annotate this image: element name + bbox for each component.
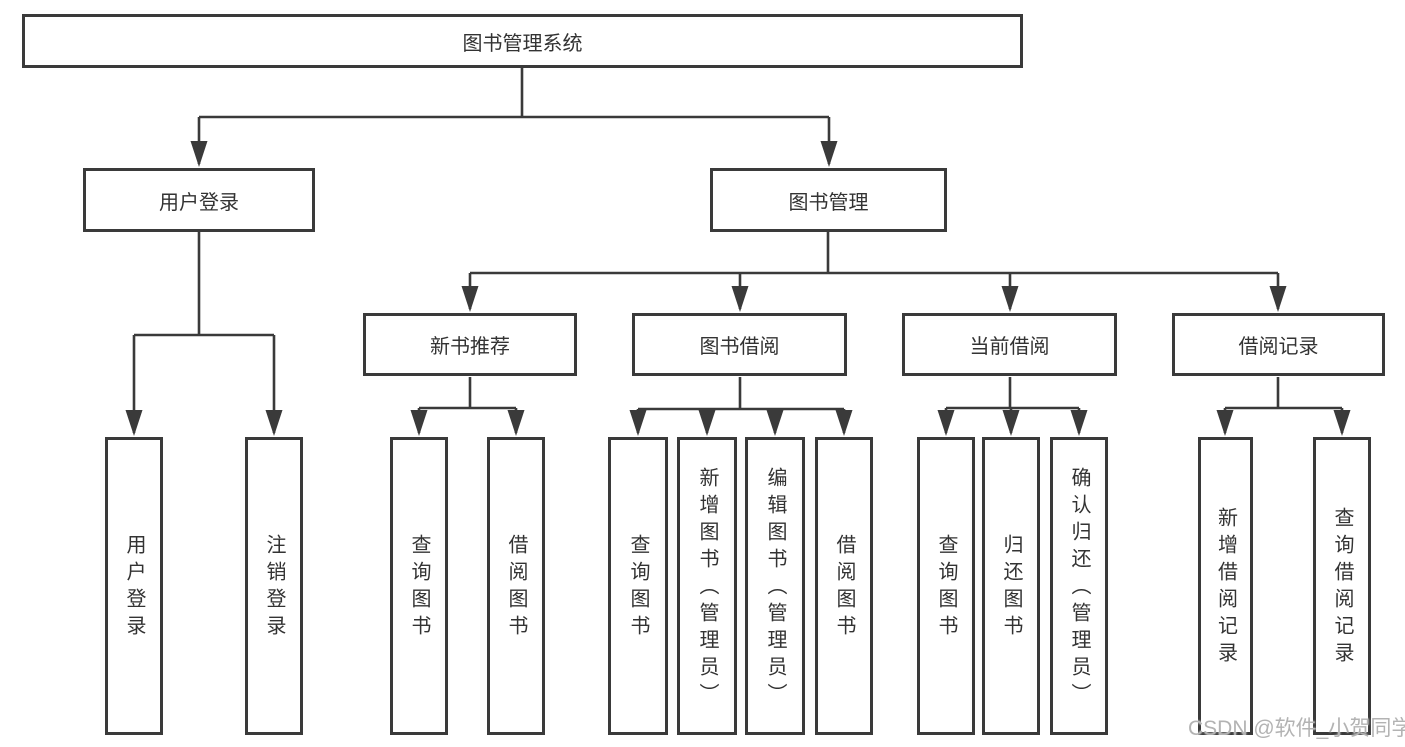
node-user-login: 用户登录 xyxy=(83,168,315,232)
leaf-user-login: 用户登录 xyxy=(105,437,163,735)
leaf-return-books: 归还图书 xyxy=(982,437,1040,735)
leaf-borrow-books-borrowing: 借阅图书 xyxy=(815,437,873,735)
node-current-borrowing: 当前借阅 xyxy=(902,313,1117,376)
node-borrowing-records: 借阅记录 xyxy=(1172,313,1385,376)
leaf-borrow-books-recommend: 借阅图书 xyxy=(487,437,545,735)
leaf-add-books-admin: 新增图书（管理员） xyxy=(677,437,737,735)
leaf-confirm-return-admin: 确认归还（管理员） xyxy=(1050,437,1108,735)
leaf-query-books-current: 查询图书 xyxy=(917,437,975,735)
node-new-book-recommendation: 新书推荐 xyxy=(363,313,577,376)
leaf-query-books-recommend: 查询图书 xyxy=(390,437,448,735)
leaf-add-borrow-record: 新增借阅记录 xyxy=(1198,437,1253,735)
node-book-borrowing: 图书借阅 xyxy=(632,313,847,376)
node-library-management-system: 图书管理系统 xyxy=(22,14,1023,68)
leaf-edit-books-admin: 编辑图书（管理员） xyxy=(745,437,805,735)
leaf-query-books-borrowing: 查询图书 xyxy=(608,437,668,735)
leaf-logout: 注销登录 xyxy=(245,437,303,735)
leaf-query-borrow-record: 查询借阅记录 xyxy=(1313,437,1371,735)
node-book-management: 图书管理 xyxy=(710,168,947,232)
csdn-watermark: CSDN @软件_小贺同学 xyxy=(1188,717,1405,740)
